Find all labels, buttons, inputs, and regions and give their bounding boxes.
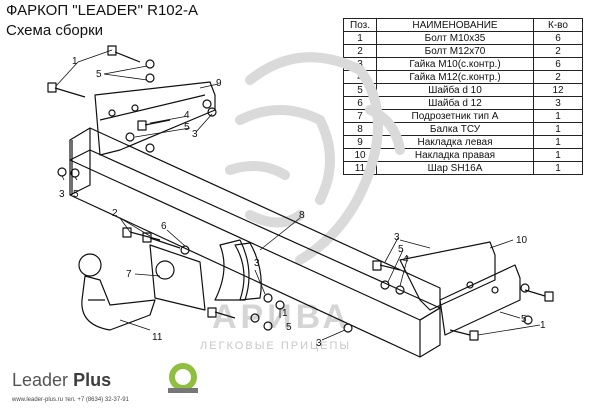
callout-label: 1 [540,320,546,331]
callout-label: 4 [184,110,190,121]
callout-label: 1 [72,56,78,67]
logo-word-plus: Plus [73,370,112,390]
bolt-group [47,45,554,341]
cell-quantity: 1 [533,161,583,175]
watermark-brand: АРИВА [212,298,352,336]
diagram-subtitle: Схема сборки [6,22,104,39]
beam-part [69,127,441,358]
contact-info: www.leader-plus.ru тел. +7 (8634) 32-37-… [12,397,129,403]
callout-label: 1 [282,308,288,319]
mid-plate-right [234,242,262,301]
socket-bracket-part [149,244,206,311]
callout-label: 5 [521,314,527,325]
callout-label: 3 [192,129,198,140]
parts-table-header: Поз. НАИМЕНОВАНИЕ К-во [343,18,583,32]
callout-label: 5 [184,122,190,133]
callout-label: 3 [316,338,322,349]
callout-label: 4 [403,254,409,265]
callout-label: 5 [73,189,79,200]
callout-label: 5 [398,244,404,255]
callout-label: 2 [112,208,118,219]
callout-label: 3 [394,232,400,243]
diagram-title: ФАРКОП "LEADER" R102-A [6,2,198,19]
right-bracket-part [399,241,521,336]
callout-label: 8 [299,210,305,221]
leader-lines [55,49,541,341]
callout-label: 9 [216,78,222,89]
logo-word-leader: Leader [12,370,69,390]
tow-ball-part [78,253,156,331]
callout-label: 10 [516,235,528,246]
leader-plus-mark-icon [168,363,198,393]
callouts: 1 5 9 4 5 3 3 5 8 2 6 7 11 3 5 4 10 3 1 … [59,56,546,349]
leader-plus-logo: Leader Plus [12,370,111,391]
callout-label: 6 [161,221,167,232]
callout-label: 11 [152,332,163,343]
watermark-tagline: ЛЕГКОВЫЕ ПРИЦЕПЫ [200,340,352,352]
callout-label: 7 [126,269,132,280]
callout-label: 3 [59,189,65,200]
callout-label: 5 [286,322,292,333]
left-bracket-part [94,81,216,156]
nut-washer-group [57,59,533,333]
cell-quantity: 12 [533,83,583,97]
callout-label: 5 [96,69,102,80]
callout-label: 3 [254,258,260,269]
